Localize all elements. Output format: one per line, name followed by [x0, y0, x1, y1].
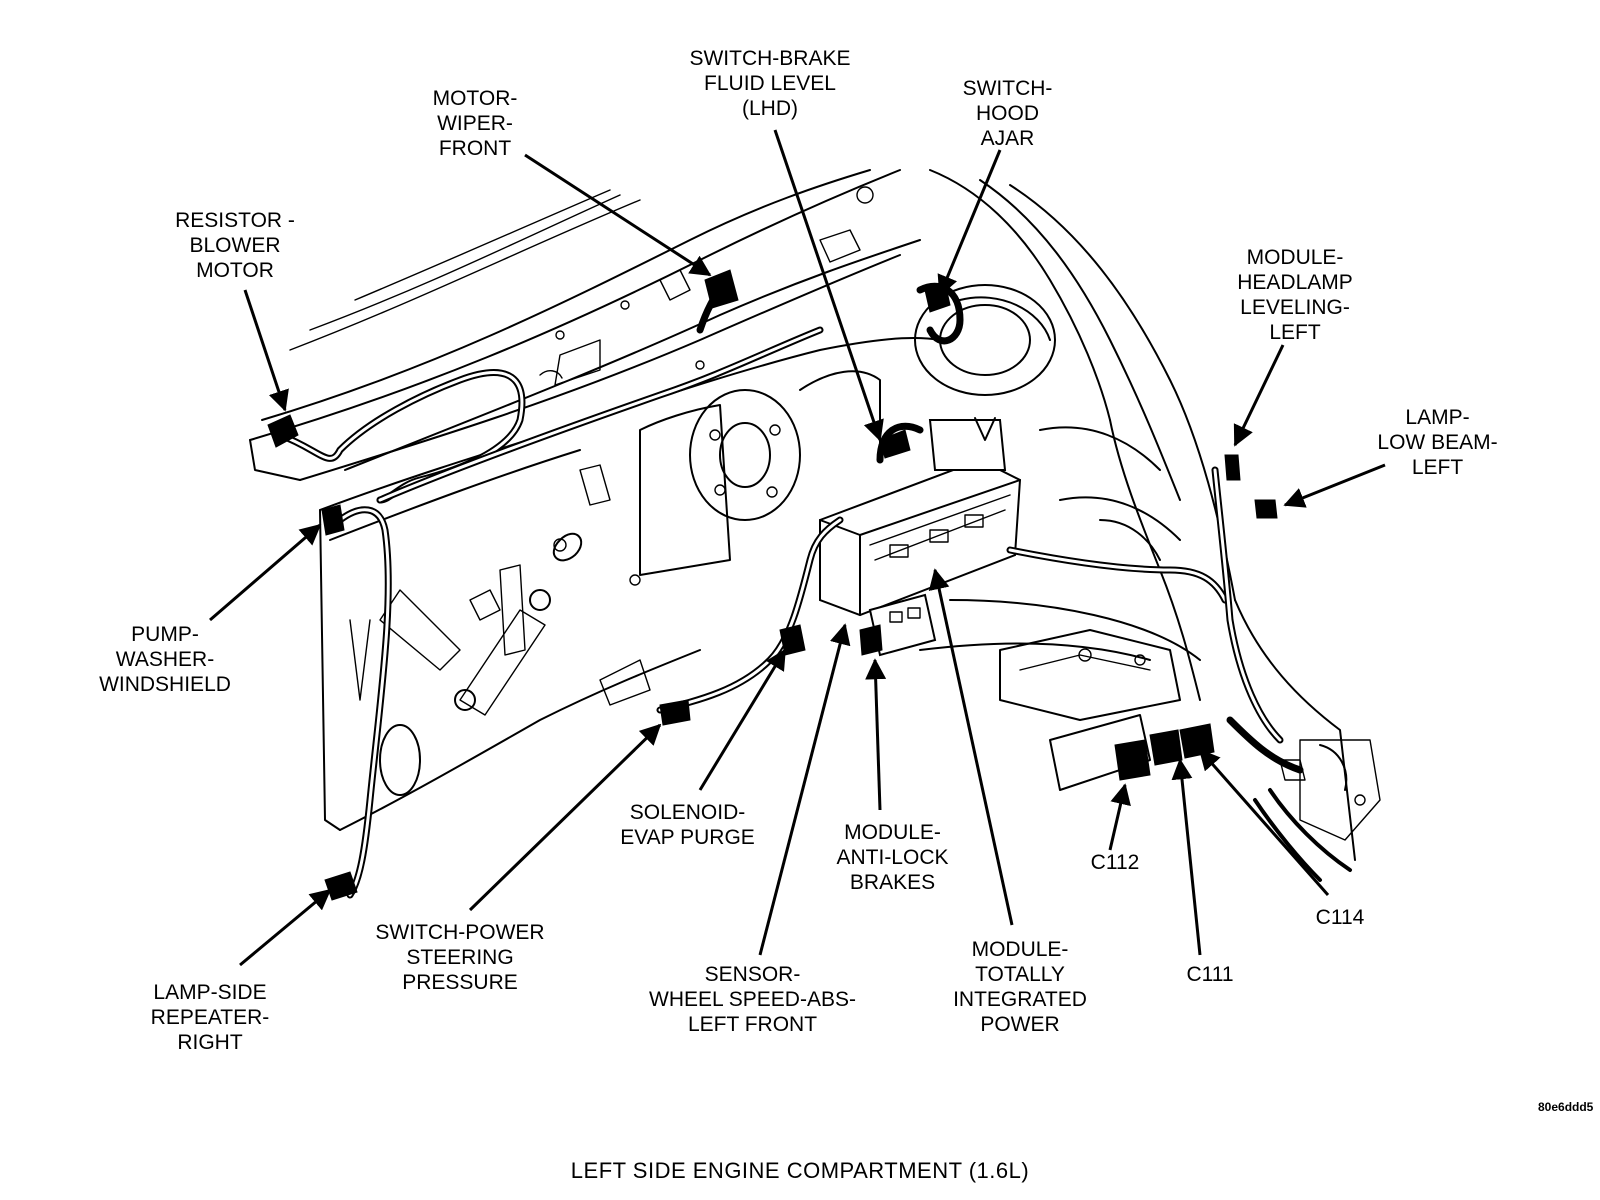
label-c114: C114: [1315, 906, 1365, 929]
label-solenoid-evap-purge: SOLENOID-EVAP PURGE: [620, 801, 755, 849]
abs-module-drawing: [859, 593, 937, 657]
connectors: [267, 269, 1278, 901]
bulkhead: [319, 337, 941, 831]
label-sensor-wheel-speed-abs: SENSOR-WHEEL SPEED-ABS-LEFT FRONT: [649, 963, 856, 1036]
label-motor-wiper-front: MOTOR-WIPER-FRONT: [432, 87, 518, 160]
tipm-module-drawing: [819, 417, 1022, 617]
leader-arrows: [209, 129, 1386, 967]
cowl-panel: [249, 169, 921, 481]
wiring-harness: [276, 276, 1304, 899]
label-pump-washer-windshield: PUMP-WASHER-WINDSHIELD: [99, 623, 231, 696]
label-c111: C111: [1186, 963, 1234, 986]
label-lamp-low-beam-left: LAMP-LOW BEAM-LEFT: [1377, 406, 1498, 479]
figure-code: 80e6ddd5: [1538, 1100, 1594, 1114]
label-c112: C112: [1090, 851, 1140, 874]
figure-caption: LEFT SIDE ENGINE COMPARTMENT (1.6L): [570, 1158, 1030, 1183]
